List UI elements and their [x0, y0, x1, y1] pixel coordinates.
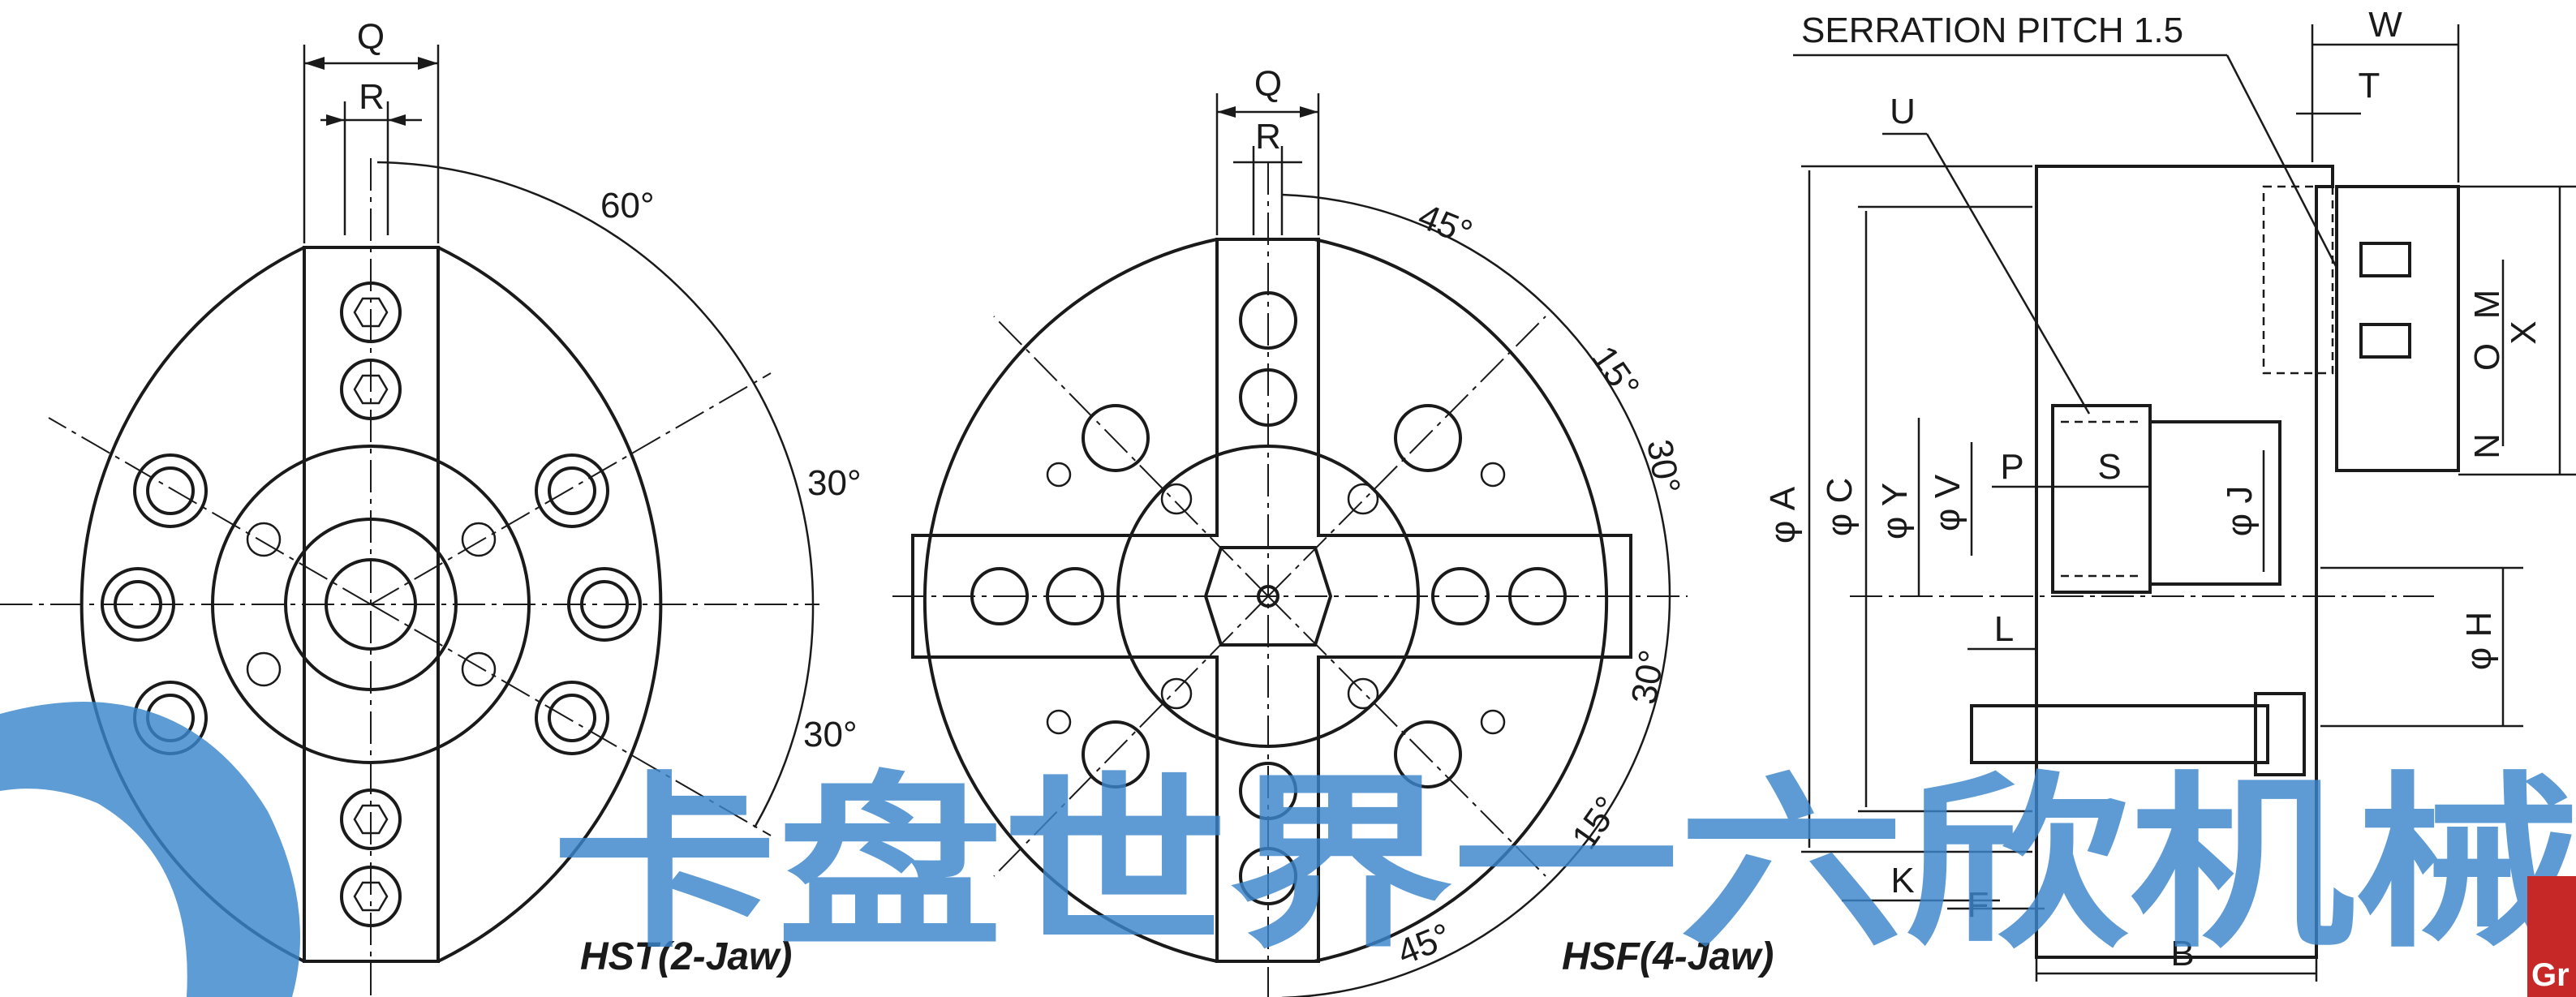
hsf-radial-line-ul — [993, 316, 1269, 597]
hst-boss-outer — [211, 445, 531, 764]
side-label-l: L — [1994, 609, 2014, 649]
side-label-phi-j: φ J — [2220, 486, 2260, 537]
hsf-jaw-bolts — [970, 291, 1567, 905]
hsf-angle-30-b: 30° — [1624, 647, 1673, 707]
hsf-radial-line-lr — [1267, 595, 1546, 877]
hst-radial-line-upper — [370, 372, 772, 605]
side-piston — [2051, 404, 2152, 594]
hsf-radial-line-ll — [993, 595, 1269, 877]
hst-angle-30-b: 30° — [803, 715, 858, 754]
hsf-label-r: R — [1255, 117, 1281, 157]
side-label-o: O — [2467, 343, 2507, 371]
hst-boss-inner — [284, 518, 458, 691]
side-jaw-block — [2335, 185, 2460, 472]
side-label-u: U — [1890, 92, 1916, 131]
side-label-t: T — [2359, 66, 2380, 105]
hsf-angle-15-top: 15° — [1584, 339, 1647, 406]
side-label-w: W — [2368, 5, 2402, 45]
side-label-b: B — [2170, 934, 2194, 973]
hst-radial-line-left — [48, 417, 372, 605]
hsf-dimension-r: R — [1233, 117, 1302, 235]
watermark: 卡盘世界一六欣机械 Gr — [0, 702, 2576, 997]
side-label-phi-y: φ Y — [1875, 483, 1915, 539]
side-section-view: SERRATION PITCH 1.5 W T U X M O N φ A φ … — [1763, 5, 2576, 982]
side-label-f: F — [1967, 885, 1989, 925]
watermark-badge-text: Gr — [2531, 957, 2570, 993]
side-label-s: S — [2097, 447, 2121, 487]
watermark-badge — [2527, 876, 2576, 997]
hst-angle-arc-lower — [753, 604, 815, 828]
side-label-phi-c: φ C — [1820, 478, 1860, 537]
hsf-dimension-q: Q — [1215, 64, 1320, 235]
hst-angle-30-a: 30° — [807, 463, 862, 503]
watermark-logo-arc — [0, 702, 300, 997]
side-serration-note: SERRATION PITCH 1.5 — [1801, 11, 2183, 50]
side-label-k: K — [1890, 861, 1914, 900]
hst-caption: HST(2-Jaw) — [580, 935, 792, 978]
hsf-mounting-bolts — [1046, 404, 1506, 789]
side-label-phi-v: φ V — [1928, 474, 1967, 531]
hst-center-bore — [325, 558, 417, 651]
hsf-angle-arc-lower — [1281, 595, 1671, 997]
hst-dimension-r: R — [320, 77, 422, 235]
hst-label-r: R — [359, 77, 385, 117]
hst-mounting-bolts — [101, 453, 642, 755]
hsf-radial-line-ur — [1267, 316, 1546, 597]
hsf-boss — [1116, 445, 1420, 748]
hst-angle-60: 60° — [600, 186, 655, 226]
hst-jaw-bolts — [340, 281, 402, 927]
side-label-phi-a: φ A — [1763, 486, 1803, 544]
side-label-p: P — [2000, 447, 2023, 487]
hsf-angle-arc-upper — [1281, 193, 1671, 597]
hst-jaw-slot — [303, 246, 440, 963]
side-label-phi-h: φ H — [2459, 612, 2499, 671]
side-cylinder — [2148, 420, 2281, 586]
hsf-caption: HSF(4-Jaw) — [1562, 935, 1774, 978]
hsf-center-hex — [1203, 546, 1333, 647]
side-bolt-head — [2254, 692, 2306, 776]
side-bolt — [1970, 704, 2269, 764]
hsf-center-point — [1257, 585, 1279, 608]
hst-radial-line-lower — [370, 604, 772, 836]
hsf-angle-30-a: 30° — [1639, 436, 1688, 496]
hst-label-q: Q — [357, 17, 385, 57]
hst-dimension-q: Q — [303, 17, 440, 243]
side-label-n: N — [2467, 433, 2507, 459]
side-label-x: X — [2504, 320, 2544, 344]
side-label-m: M — [2467, 290, 2507, 320]
side-jaw-hidden — [2262, 185, 2334, 375]
hsf-jaw-slots — [911, 238, 1632, 963]
watermark-text: 卡盘世界一六欣机械 — [552, 760, 2576, 969]
hst-front-view: Q R 60° 30° 30° HST(2-Jaw) — [0, 17, 862, 997]
hsf-label-q: Q — [1254, 64, 1282, 104]
hst-angle-arc — [376, 161, 815, 605]
hsf-angle-45-top: 45° — [1413, 196, 1477, 253]
